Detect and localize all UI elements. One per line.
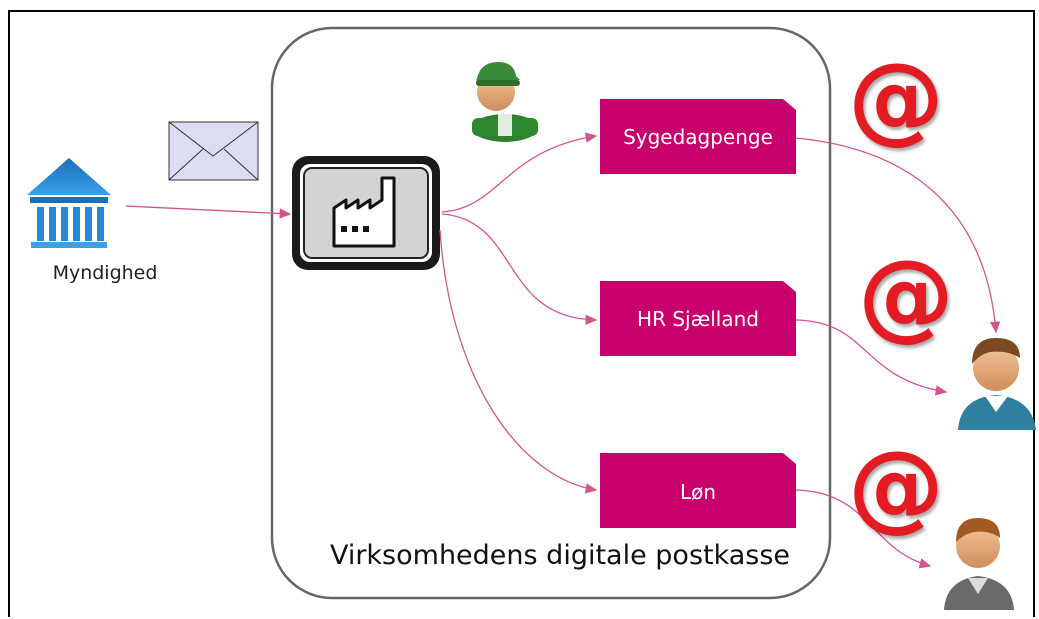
authority-label: Myndighed (52, 262, 158, 284)
government-building-icon (27, 158, 111, 248)
email-at-symbol: @ (848, 430, 944, 542)
arrow-sygedagpenge-to-employee (795, 137, 1001, 334)
diagram-frame (8, 10, 1035, 617)
arrow-factory-to-hr (441, 213, 598, 325)
folder-label-hr-sjaelland: HR Sjælland (637, 307, 759, 331)
arrow-lon-to-employee (795, 489, 932, 569)
folder-label-sygedagpenge: Sygedagpenge (623, 125, 773, 149)
folder-lon (600, 453, 796, 528)
factory-icon (292, 156, 440, 270)
folder-hr-sjaelland (600, 281, 796, 356)
arrow-hr-to-employee (795, 319, 948, 396)
employee-avatar-icon (944, 518, 1014, 610)
mailbox-container (270, 26, 832, 600)
email-at-symbol: @ (848, 42, 944, 154)
arrow-factory-to-lon (439, 229, 598, 494)
arrow-authority-to-factory (125, 205, 292, 219)
mailbox-label: Virksomhedens digitale postkasse (329, 540, 791, 571)
envelope-icon (168, 121, 259, 181)
employee-avatar-icon (958, 338, 1036, 430)
folder-label-lon: Løn (679, 480, 717, 504)
worker-avatar-icon (472, 62, 538, 142)
arrow-factory-to-sygedagpenge (441, 132, 598, 213)
folder-sygedagpenge (600, 99, 796, 174)
email-at-symbol: @ (858, 239, 954, 351)
